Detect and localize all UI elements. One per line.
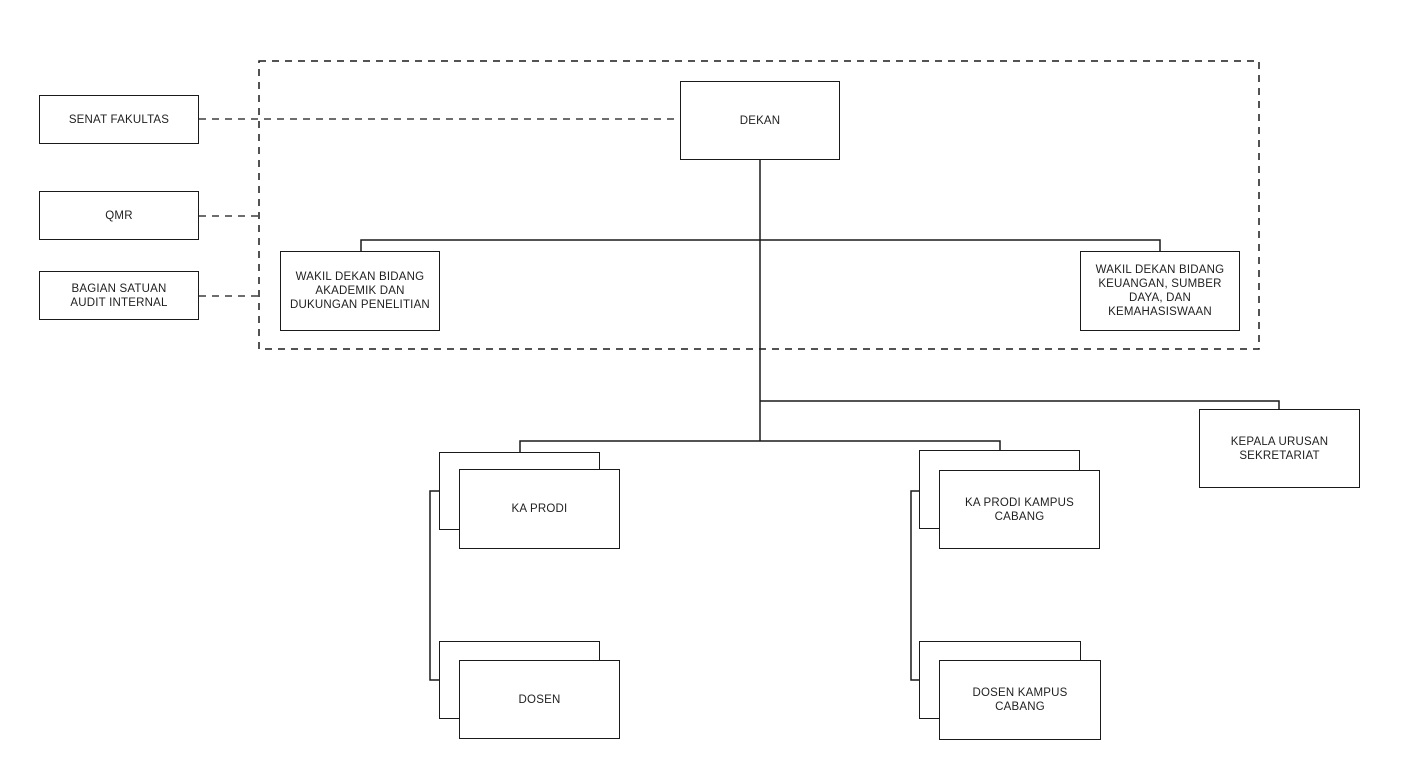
node-dekan: DEKAN	[680, 81, 840, 160]
node-wakil-dekan-akademik: WAKIL DEKAN BIDANG AKADEMIK DAN DUKUNGAN…	[280, 251, 440, 331]
node-qmr: QMR	[39, 191, 199, 240]
node-wakil-dekan-keuangan: WAKIL DEKAN BIDANG KEUANGAN, SUMBER DAYA…	[1080, 251, 1240, 331]
connector-sekretariat	[760, 400, 1280, 409]
node-label: KEPALA URUSAN SEKRETARIAT	[1230, 435, 1329, 462]
node-label: KA PRODI	[511, 503, 568, 515]
node-bagian-satuan-audit-internal: BAGIAN SATUAN AUDIT INTERNAL	[39, 271, 199, 320]
node-ka-prodi-kampus-cabang: KA PRODI KAMPUS CABANG	[939, 470, 1100, 549]
node-label: SENAT FAKULTAS	[68, 113, 170, 126]
node-label: DOSEN	[518, 693, 561, 706]
node-label: DEKAN	[739, 114, 781, 127]
node-senat-fakultas: SENAT FAKULTAS	[39, 95, 199, 144]
node-dosen: DOSEN	[459, 660, 620, 739]
node-label: BAGIAN SATUAN AUDIT INTERNAL	[70, 282, 168, 309]
node-kepala-urusan-sekretariat: KEPALA URUSAN SEKRETARIAT	[1199, 409, 1360, 488]
connector-wakil-dekan-bar	[360, 239, 1161, 251]
node-label: DOSEN KAMPUS CABANG	[972, 687, 1068, 713]
node-dosen-kampus-cabang: DOSEN KAMPUS CABANG	[939, 660, 1101, 740]
node-label: QMR	[105, 209, 133, 222]
node-label: WAKIL DEKAN BIDANG KEUANGAN, SUMBER DAYA…	[1095, 264, 1225, 318]
node-label: WAKIL DEKAN BIDANG AKADEMIK DAN DUKUNGAN…	[290, 271, 430, 311]
connector-ka-prodi-dosen	[429, 490, 439, 681]
node-ka-prodi: KA PRODI	[459, 469, 620, 549]
node-label: KA PRODI KAMPUS CABANG	[964, 496, 1075, 523]
connector-ka-prodi-cabang-dosen-cabang	[910, 490, 919, 681]
